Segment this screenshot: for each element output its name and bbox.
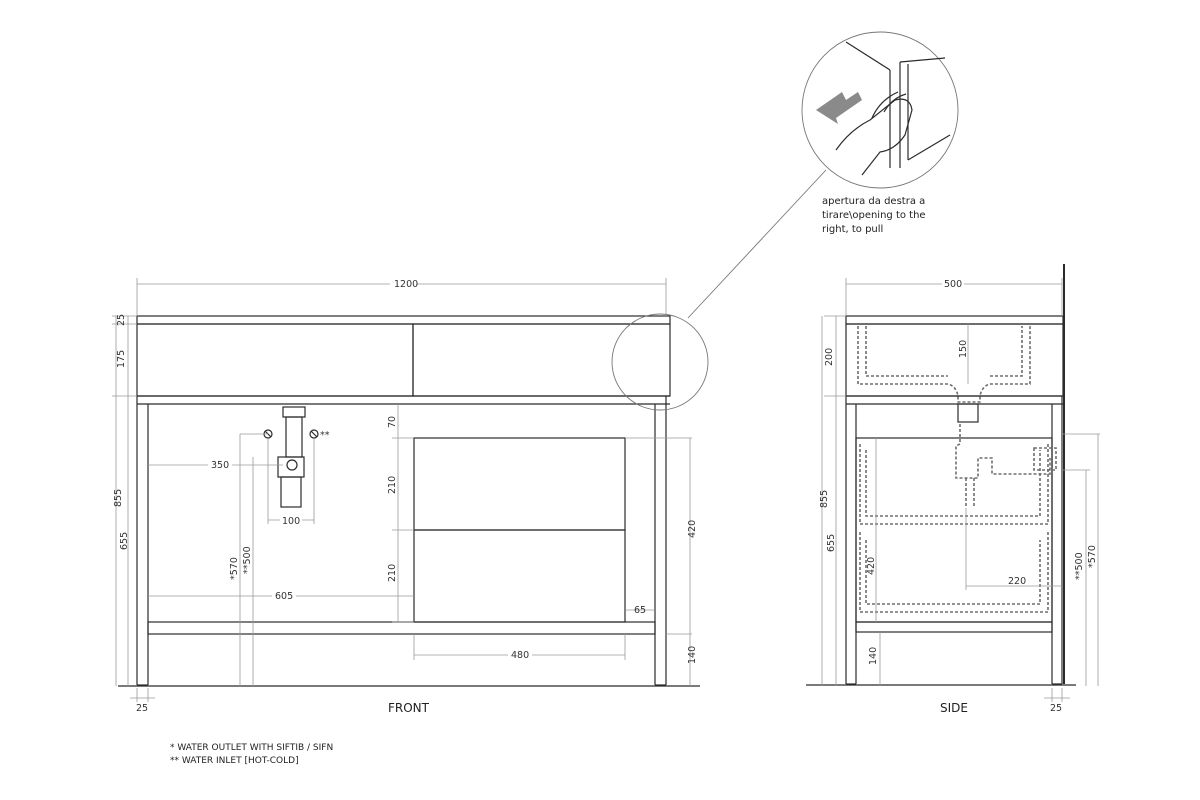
dim-side-inlet-height: **500 (1074, 552, 1085, 580)
callout-source-circle (611, 313, 709, 411)
dim-front-width: 1200 (394, 279, 418, 290)
dim-front-drawer-upper: 210 (387, 476, 398, 494)
dim-side-depth: 500 (944, 279, 962, 290)
dim-front-drawer-width: 480 (511, 650, 529, 661)
front-upper-drawer-right (412, 323, 671, 397)
callout-line-3: right, to pull (822, 224, 883, 235)
dim-side-shelf-height: 140 (868, 647, 879, 665)
front-lower-drawer-top (413, 437, 626, 531)
side-siphon-hidden (955, 424, 1051, 479)
dim-front-drawer-offset: 605 (275, 591, 293, 602)
inlet-icon-right (309, 429, 319, 439)
dim-side-drawer-block: 420 (866, 557, 877, 575)
dim-front-leg-height: 655 (119, 532, 130, 550)
front-upper-drawer-left (136, 323, 414, 397)
side-shelf (855, 621, 1053, 633)
callout-line-1: apertura da destra a (822, 196, 925, 207)
side-basin-outline (857, 326, 1031, 403)
dim-side-basin-depth: 150 (958, 340, 969, 358)
dim-side-trap-offset: 220 (1008, 576, 1026, 587)
front-view-title: FRONT (388, 701, 430, 715)
side-view-title: SIDE (940, 701, 968, 715)
front-countertop (136, 315, 671, 325)
dim-front-drawer-lower: 210 (387, 564, 398, 582)
hand-pull-illustration (835, 41, 951, 176)
dim-side-leg-height: 655 (826, 534, 837, 552)
dim-front-outlet-offset: 350 (211, 460, 229, 471)
dim-front-shelf-height: 140 (687, 646, 698, 664)
callout-line-2: tirare\opening to the (822, 210, 926, 221)
callout-detail-circle (801, 31, 959, 189)
detail-callout: apertura da destra a tirare\opening to t… (611, 31, 959, 411)
dim-front-foot: 25 (136, 703, 148, 714)
note-water-inlet: ** WATER INLET [HOT-COLD] (170, 756, 299, 766)
side-drawer-area (855, 437, 1053, 623)
dim-front-drawer-block: 420 (687, 520, 698, 538)
side-basin-block (845, 323, 1064, 397)
dim-front-gap-top: 70 (387, 416, 398, 428)
front-view: ** 1200 25 175 855 655 350 100 *570 (112, 277, 700, 715)
dim-side-outlet-height: *570 (1087, 545, 1098, 568)
side-view: 500 150 200 855 655 420 140 220 **500 *5… (806, 264, 1100, 715)
svg-text:**: ** (320, 430, 330, 441)
dim-front-inlet-height: **500 (242, 546, 253, 574)
dim-front-outlet-height: *570 (229, 557, 240, 580)
front-shelf (147, 621, 656, 635)
dim-front-inlet-spacing: 100 (282, 516, 300, 527)
dim-side-total-height: 855 (819, 490, 830, 508)
dim-side-top-height: 200 (824, 348, 835, 366)
note-water-outlet: * WATER OUTLET WITH SIFTIB / SIFN (170, 743, 333, 753)
dim-side-foot: 25 (1050, 703, 1062, 714)
dim-front-right-gap: 65 (634, 605, 646, 616)
dim-front-drawer-height: 175 (116, 350, 127, 368)
dim-front-top: 25 (116, 314, 127, 326)
notes: * WATER OUTLET WITH SIFTIB / SIFN ** WAT… (170, 743, 333, 766)
dim-front-total-height: 855 (113, 489, 124, 507)
pull-arrow-icon (816, 92, 862, 124)
front-siphon (277, 406, 306, 508)
front-lower-drawer-bottom (413, 529, 626, 623)
